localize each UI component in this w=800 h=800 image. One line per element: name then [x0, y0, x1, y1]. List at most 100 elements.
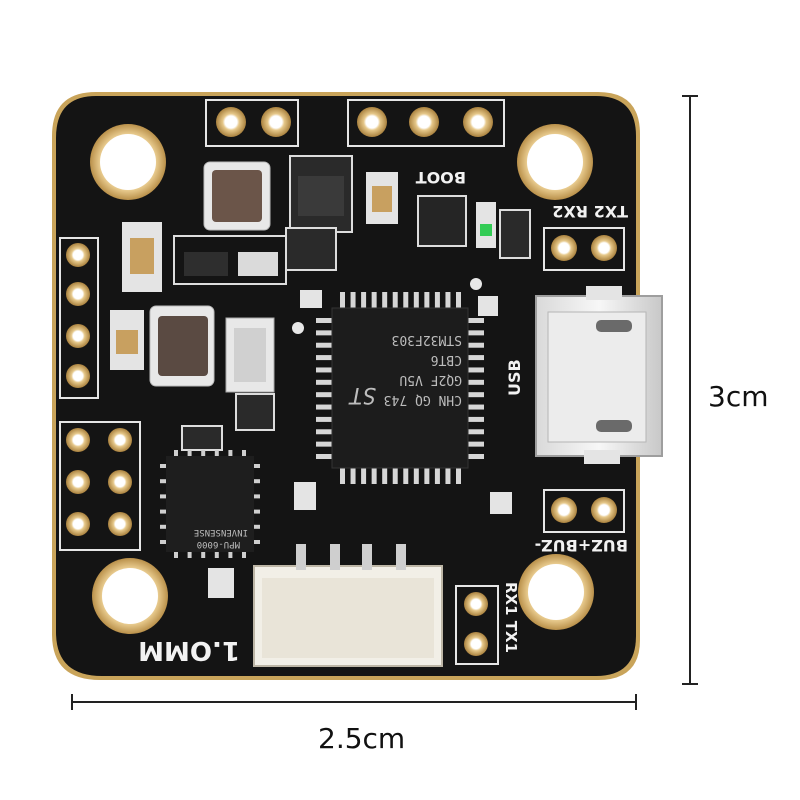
mcu-pin	[445, 292, 451, 308]
imu-pin	[242, 552, 246, 558]
mcu-pin	[382, 468, 388, 484]
imu-pin	[160, 540, 166, 544]
mcu-pin	[371, 292, 377, 308]
imu-marking-line2: MPU-6000	[197, 539, 240, 549]
mcu-marking-line4: CHN GQ 743	[384, 392, 462, 407]
mcu-pin	[350, 292, 356, 308]
imu-pin	[174, 552, 178, 558]
st-logo: ST	[348, 382, 376, 407]
mounting-holes	[90, 124, 594, 634]
mcu-pin	[413, 292, 419, 308]
mcu-pin	[316, 416, 332, 422]
mcu-pin	[316, 355, 332, 361]
mcu-pin	[403, 468, 409, 484]
mcu-pin	[316, 392, 332, 398]
imu-pin	[242, 450, 246, 456]
imu-pin	[160, 509, 166, 514]
mcu-pin	[392, 292, 398, 308]
mcu-pin	[468, 429, 484, 435]
imu-pin	[254, 509, 260, 514]
mcu-pin	[350, 468, 356, 484]
imu-pin	[187, 450, 192, 456]
mcu-pin	[316, 404, 332, 410]
mcu-marking-line2: CBT6	[431, 352, 462, 367]
usb-label: USB	[505, 359, 524, 396]
mcu-pin	[361, 292, 367, 308]
mcu-pin	[434, 468, 440, 484]
mcu-pin	[468, 392, 484, 398]
mcu-pin	[424, 292, 430, 308]
imu-pin	[254, 524, 260, 529]
mcu-pin	[456, 468, 461, 484]
mcu-marking-line3: GQ2F V5U	[399, 372, 462, 387]
mcu-pin	[316, 429, 332, 435]
mcu-pin	[340, 468, 345, 484]
width-dimension-label: 2.5cm	[318, 722, 406, 755]
imu-pin	[228, 552, 233, 558]
top-header-pads	[205, 99, 505, 147]
jst-connector	[253, 544, 443, 667]
mcu-pin	[456, 292, 461, 308]
height-dimension-line	[682, 95, 698, 685]
mcu-pin	[468, 441, 484, 447]
mcu-chip	[316, 292, 484, 484]
mcu-pin	[371, 468, 377, 484]
uart2-label: TX2 RX2	[552, 202, 628, 221]
uart1-label: RX1 TX1	[502, 582, 520, 653]
mcu-pin	[316, 367, 332, 373]
mcu-pin	[413, 468, 419, 484]
mcu-pin	[316, 454, 332, 459]
mcu-pin	[468, 367, 484, 373]
imu-marking-line1: INVENSENSE	[194, 527, 248, 537]
mcu-pin	[316, 379, 332, 385]
inductors	[149, 161, 271, 387]
mcu-pin	[316, 318, 332, 323]
mcu-pin	[468, 416, 484, 422]
imu-pin	[201, 450, 206, 456]
imu-pin	[214, 552, 219, 558]
mcu-pin	[392, 468, 398, 484]
mcu-pin	[316, 441, 332, 447]
mcu-pin	[468, 454, 484, 459]
right-side-pads	[455, 227, 625, 665]
imu-pin	[214, 450, 219, 456]
height-dimension-label: 3cm	[708, 380, 769, 413]
mcu-pin	[316, 342, 332, 348]
mcu-pin	[468, 379, 484, 385]
mcu-pin	[361, 468, 367, 484]
mcu-pin	[468, 330, 484, 336]
mcu-pin	[316, 330, 332, 336]
imu-pin	[160, 494, 166, 499]
imu-pin	[160, 479, 166, 484]
buzzer-label: BUZ+BUZ-	[535, 536, 628, 555]
mcu-pin	[382, 292, 388, 308]
mcu-pin	[424, 468, 430, 484]
imu-pin	[201, 552, 206, 558]
usb-connector	[535, 286, 663, 464]
imu-pin	[228, 450, 233, 456]
mcu-pin	[468, 318, 484, 323]
imu-chip	[160, 450, 260, 558]
imu-pin	[254, 464, 260, 468]
imu-pin	[174, 450, 178, 456]
imu-pin	[254, 494, 260, 499]
mcu-pin	[468, 342, 484, 348]
smd-components	[110, 155, 531, 598]
mcu-marking-line1: STM32F303	[392, 332, 462, 347]
mcu-pin	[468, 355, 484, 361]
imu-pin	[254, 479, 260, 484]
imu-pin	[254, 540, 260, 544]
imu-pin	[187, 552, 192, 558]
mcu-pin	[403, 292, 409, 308]
boot-label: BOOT	[416, 168, 466, 187]
mcu-pin	[468, 404, 484, 410]
imu-pin	[160, 524, 166, 529]
mcu-pin	[434, 292, 440, 308]
board-version-label: 1.OMM	[138, 635, 240, 665]
left-header-pads	[59, 237, 141, 551]
mcu-pin	[445, 468, 451, 484]
width-dimension-line	[71, 694, 637, 710]
mcu-pin	[340, 292, 345, 308]
imu-pin	[160, 464, 166, 468]
